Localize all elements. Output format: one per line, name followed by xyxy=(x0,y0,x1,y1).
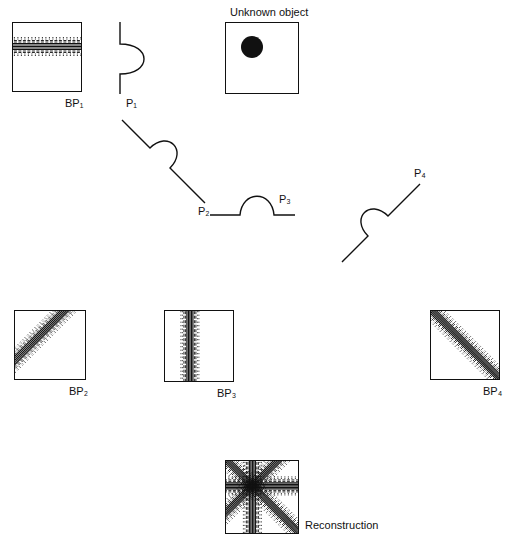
image-square: Reconstruction xyxy=(225,460,299,534)
band-stroke xyxy=(183,311,184,381)
image-square: BP₂ xyxy=(14,310,86,380)
image-square: BP₃ xyxy=(164,310,234,382)
band-stroke xyxy=(15,311,85,379)
band-stroke xyxy=(15,311,85,379)
band-stroke xyxy=(194,311,195,381)
square-label: BP₂ xyxy=(69,386,88,397)
square-label: BP₃ xyxy=(217,388,236,399)
band-stroke xyxy=(15,311,85,379)
band xyxy=(15,311,85,379)
band-stroke xyxy=(13,47,81,48)
band-stroke xyxy=(226,485,298,486)
square-label: Unknown object xyxy=(230,7,308,18)
band-stroke xyxy=(431,311,499,379)
band-stroke xyxy=(226,461,298,533)
projection-label: P₁ xyxy=(126,98,137,109)
band-stroke xyxy=(256,461,257,533)
object-square: Unknown object xyxy=(225,22,299,94)
band xyxy=(13,38,81,56)
band-stroke xyxy=(180,311,181,381)
band-stroke xyxy=(198,311,199,381)
projection-label: P₄ xyxy=(414,168,426,179)
band-stroke xyxy=(247,461,248,533)
band-stroke xyxy=(13,55,81,56)
band xyxy=(226,461,298,533)
projection-curve xyxy=(122,120,205,203)
band-stroke xyxy=(13,40,81,41)
projection-label: P₂ xyxy=(198,206,210,217)
band-stroke xyxy=(186,311,187,381)
band-stroke xyxy=(431,311,499,379)
band-stroke xyxy=(431,311,499,379)
band-stroke xyxy=(192,311,193,381)
band xyxy=(181,311,199,381)
square-label: Reconstruction xyxy=(305,520,378,531)
band-stroke xyxy=(13,44,81,45)
band xyxy=(431,311,499,379)
projection-label: P₃ xyxy=(279,194,291,205)
band-stroke xyxy=(185,311,186,381)
image-square: BP₁ xyxy=(12,22,82,92)
band-stroke xyxy=(13,42,81,43)
band-stroke xyxy=(182,311,183,381)
band-stroke xyxy=(431,311,499,379)
band-stroke xyxy=(13,37,81,38)
back-projection-bands xyxy=(0,38,527,558)
band-stroke xyxy=(15,311,85,379)
band-stroke xyxy=(431,311,499,379)
band-stroke xyxy=(226,461,298,533)
band-stroke xyxy=(13,52,81,53)
square-label: BP₁ xyxy=(65,98,83,109)
band-stroke xyxy=(226,461,298,533)
band-stroke xyxy=(191,311,192,381)
projection-curve xyxy=(342,184,420,262)
band-stroke xyxy=(15,311,85,379)
band-stroke xyxy=(15,311,85,379)
band-stroke xyxy=(250,461,251,533)
band-stroke xyxy=(13,54,81,55)
projection-curve xyxy=(120,22,144,94)
object-disc xyxy=(241,36,263,58)
band-stroke xyxy=(15,311,85,379)
image-square: BP₄ xyxy=(430,310,500,380)
band-stroke xyxy=(197,311,198,381)
band-stroke xyxy=(431,311,499,379)
band-stroke xyxy=(189,311,190,381)
band-stroke xyxy=(13,49,81,50)
band-stroke xyxy=(13,43,81,44)
band-stroke xyxy=(13,46,81,47)
band-stroke xyxy=(13,39,81,40)
band-stroke xyxy=(226,461,298,533)
band-stroke xyxy=(15,311,85,379)
band-stroke xyxy=(15,311,85,379)
band-stroke xyxy=(13,51,81,52)
band-stroke xyxy=(195,311,196,381)
band-stroke xyxy=(188,311,189,381)
square-label: BP₄ xyxy=(483,386,502,397)
band-stroke xyxy=(226,461,298,533)
band-stroke xyxy=(226,461,298,533)
